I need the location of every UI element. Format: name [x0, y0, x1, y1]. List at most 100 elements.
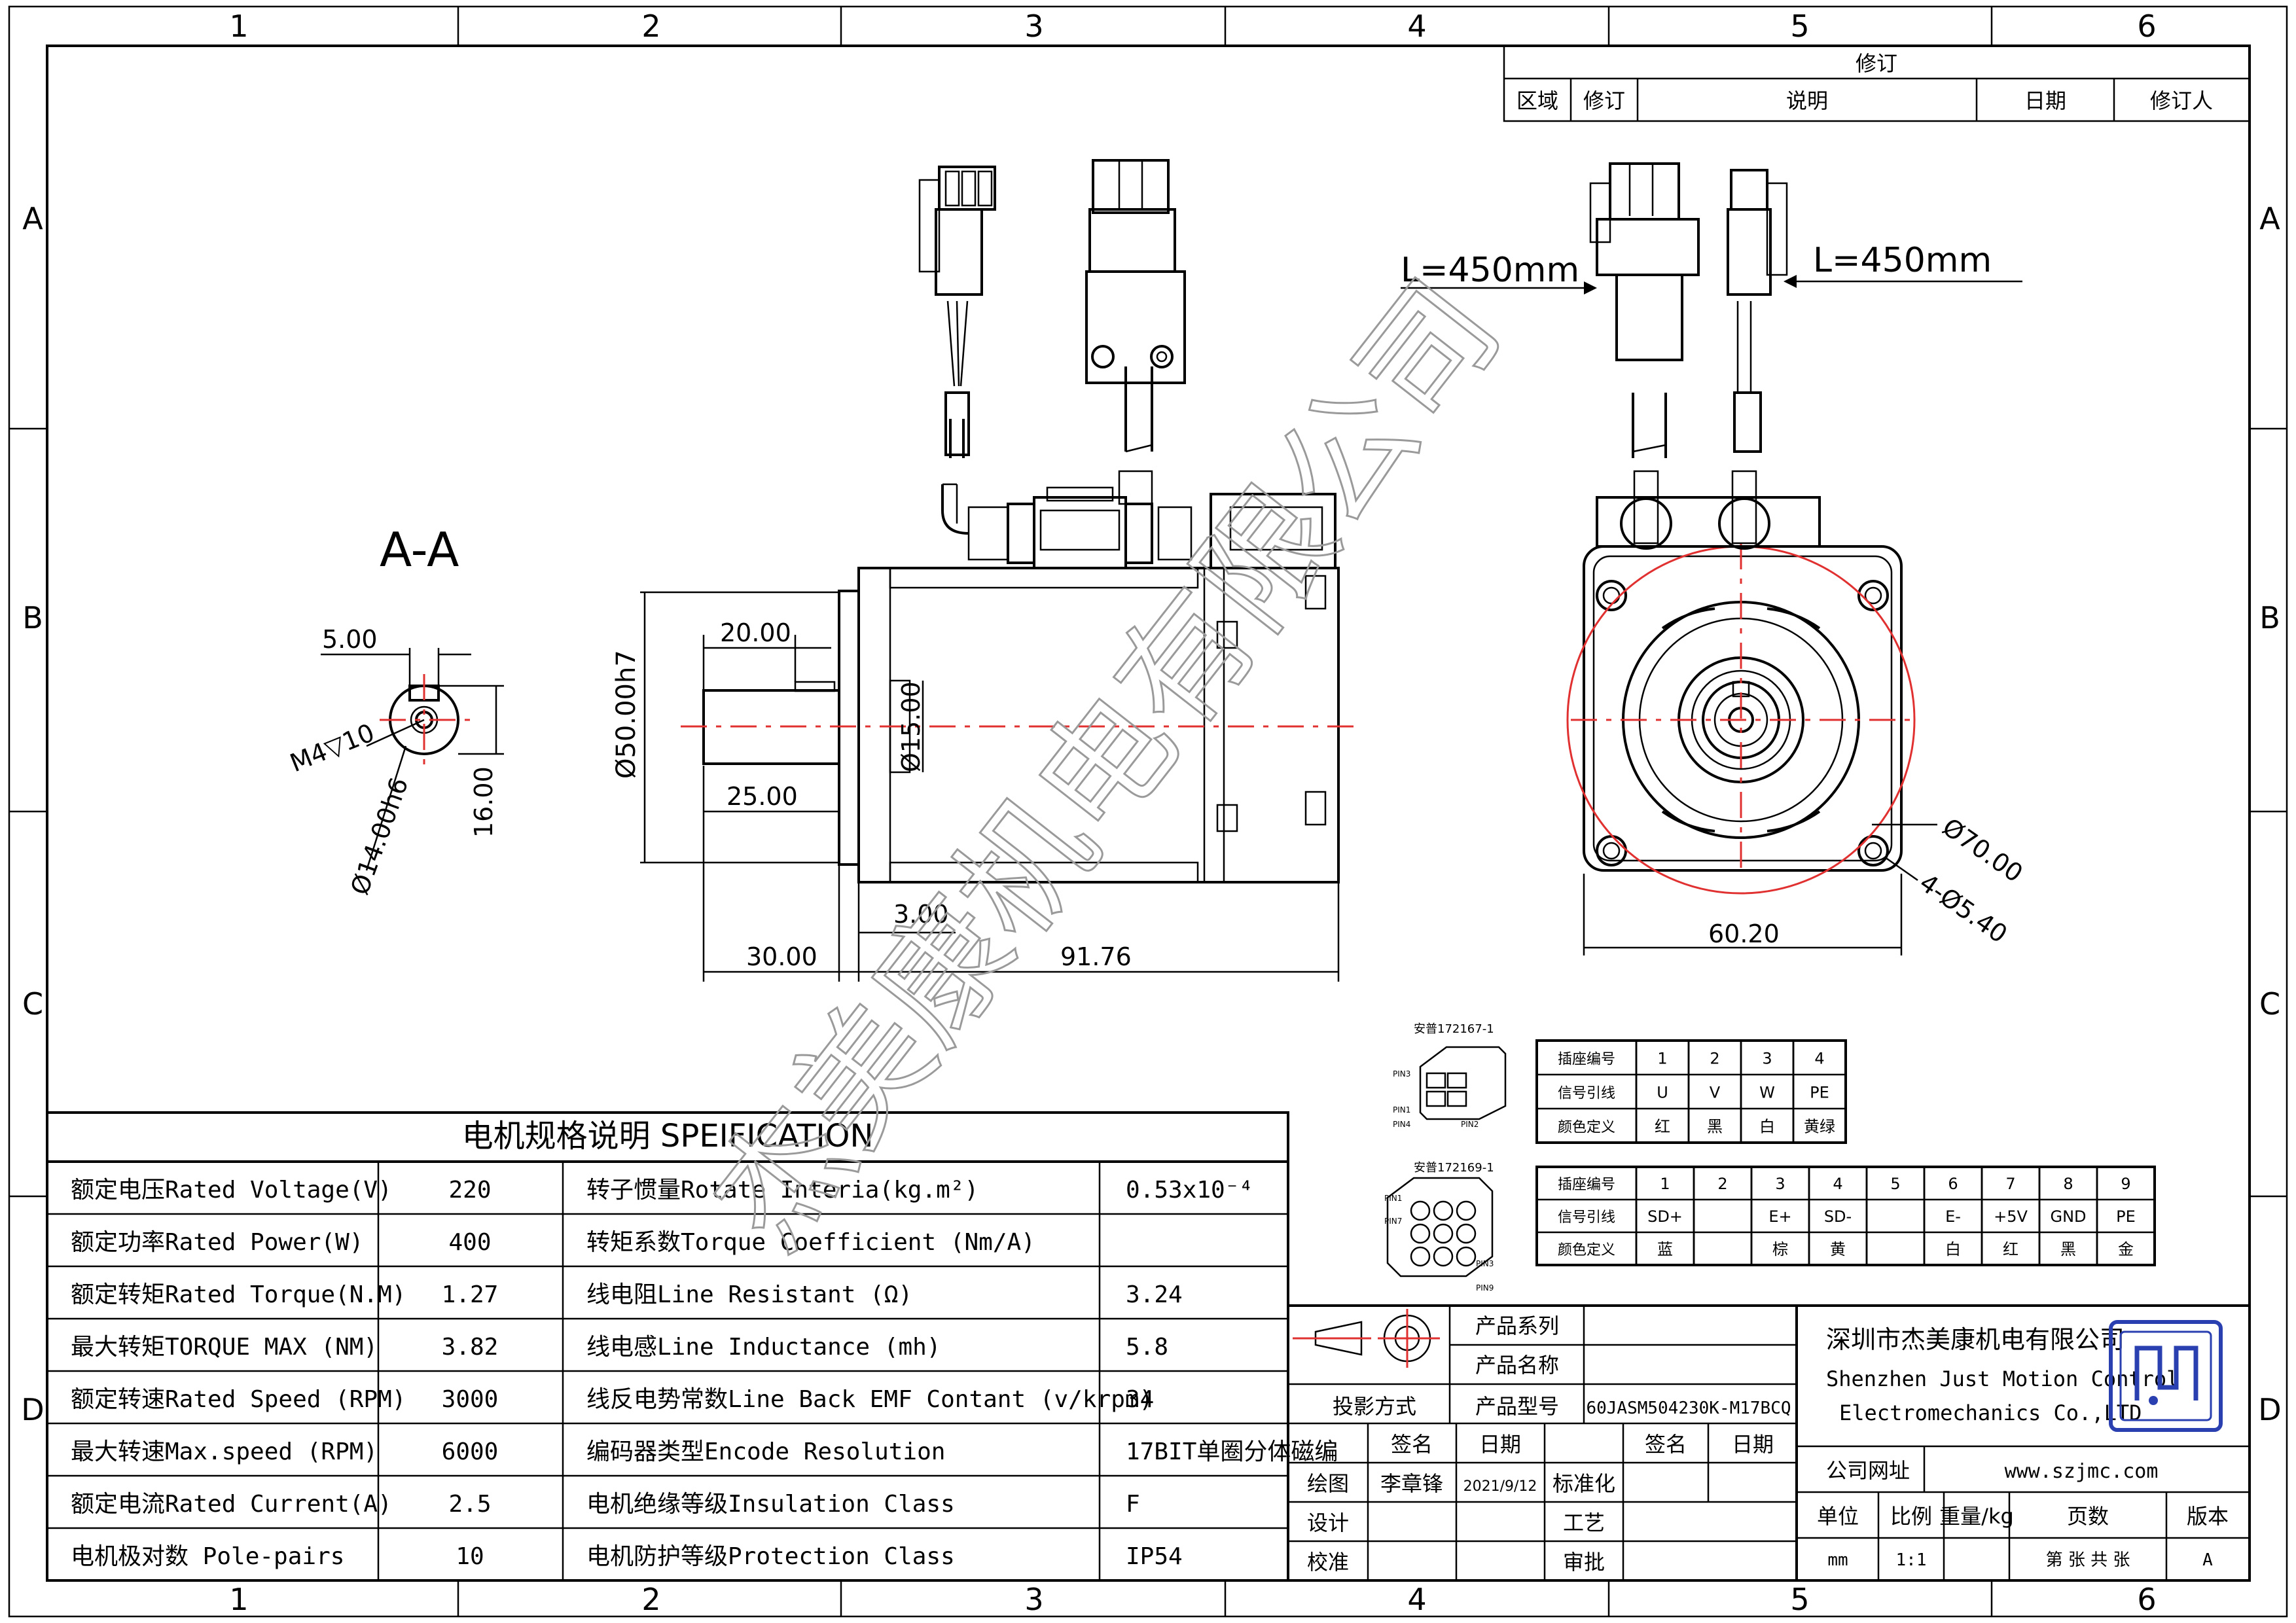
spec-cell-4-0: 额定转速Rated Speed (RPM) — [71, 1386, 406, 1413]
connector1-cell-2-1: 红 — [1655, 1117, 1670, 1135]
connector2: 安普172169-1 PIN1 PIN7 PIN3 PIN9 — [1384, 1161, 1494, 1293]
connector2-cell-1-7: +5V — [1994, 1207, 2028, 1226]
unit-value: mm — [1827, 1550, 1848, 1570]
version-value: A — [2202, 1550, 2213, 1570]
row-label-left-D: D — [21, 1392, 44, 1427]
connector2-label: 安普172169-1 — [1414, 1161, 1494, 1175]
spec-cell-3-1: 3.82 — [442, 1334, 499, 1361]
revision-block: 修订 区域 修订 说明 日期 修订人 — [1503, 45, 2251, 122]
col-label-top-1: 1 — [229, 9, 248, 44]
spec-cell-0-3: 0.53x10⁻⁴ — [1126, 1177, 1253, 1204]
dim-thread: M4▽10 — [286, 718, 378, 777]
connector2-cell-0-4: 4 — [1833, 1175, 1842, 1193]
connector2-cell-2-6: 白 — [1945, 1240, 1961, 1258]
col-label-top-3: 3 — [1024, 9, 1043, 44]
product-model: 60JASM504230K-M17BCQ — [1586, 1399, 1791, 1418]
connector2-cell-2-3: 棕 — [1772, 1240, 1788, 1258]
spec-cell-3-2: 线电感Line Inductance (mh) — [586, 1334, 941, 1361]
title-block: 产品系列 产品名称 投影方式 产品型号 签名 日期 签名 日期 绘图 李章锋 标… — [1287, 1304, 2251, 1582]
connector1-cell-2-3: 白 — [1759, 1117, 1775, 1135]
connector1-cell-0-4: 4 — [1814, 1049, 1824, 1067]
col-label-bottom-6: 6 — [2137, 1582, 2156, 1617]
spec-cell-2-2: 线电阻Line Resistant (Ω) — [586, 1281, 912, 1308]
connector1-pin2: PIN2 — [1461, 1120, 1479, 1129]
col-label-top-5: 5 — [1790, 9, 1809, 44]
spec-cell-7-2: 电机防护等级Protection Class — [586, 1543, 955, 1570]
product-name-label: 产品名称 — [1475, 1353, 1559, 1378]
row-label-right-D: D — [2258, 1392, 2281, 1427]
sign-header-1: 签名 — [1391, 1432, 1433, 1457]
col-label-top-2: 2 — [641, 9, 660, 44]
date-header-2: 日期 — [1732, 1432, 1774, 1457]
connector2-cell-0-3: 3 — [1775, 1175, 1785, 1193]
connector1-cell-2-0: 颜色定义 — [1558, 1119, 1615, 1135]
connector1-cell-0-3: 3 — [1762, 1049, 1772, 1067]
draw-label: 绘图 — [1307, 1471, 1349, 1496]
spec-cell-5-3: 17BIT单圈分体磁编 — [1126, 1438, 1338, 1465]
col-label-top-6: 6 — [2137, 9, 2156, 44]
connector1-cell-0-2: 2 — [1710, 1049, 1719, 1067]
dim-shaft-length: 25.00 — [726, 782, 798, 811]
spec-cell-6-3: F — [1126, 1491, 1140, 1518]
company-name-en1: Shenzhen Just Motion Control — [1826, 1366, 2179, 1391]
spec-cell-6-1: 2.5 — [448, 1491, 491, 1518]
connector2-cell-2-8: 黑 — [2060, 1240, 2076, 1258]
connector1-cell-1-1: U — [1657, 1083, 1668, 1101]
company-name-en2: Electromechanics Co.,LTD — [1839, 1400, 2142, 1425]
connector2-cell-0-6: 6 — [1948, 1175, 1958, 1193]
spec-cell-5-1: 6000 — [442, 1438, 499, 1465]
col-label-top-4: 4 — [1407, 9, 1426, 44]
spec-cell-1-0: 额定功率Rated Power(W) — [71, 1229, 363, 1256]
row-label-right-A: A — [2259, 201, 2280, 236]
connector2-cell-1-1: SD+ — [1647, 1207, 1683, 1226]
connector2-cell-2-4: 黄 — [1830, 1240, 1846, 1258]
spec-cell-4-3: 34 — [1126, 1386, 1154, 1413]
connector2-cell-1-4: SD- — [1824, 1207, 1852, 1226]
connector2-cell-1-8: GND — [2050, 1207, 2086, 1226]
drawer-name: 李章锋 — [1380, 1471, 1443, 1496]
connector1-cell-1-4: PE — [1810, 1083, 1829, 1101]
row-label-left-B: B — [22, 600, 43, 635]
connector2-cell-0-5: 5 — [1890, 1175, 1900, 1193]
col-label-bottom-1: 1 — [229, 1582, 248, 1617]
connector2-pin1: PIN1 — [1384, 1194, 1402, 1203]
connector2-cell-2-7: 红 — [2003, 1240, 2018, 1258]
motor-front-view: L=450mm L=450mm 60.20 Ø70.00 4-Ø5.40 — [1401, 162, 2028, 955]
row-label-right-B: B — [2259, 600, 2280, 635]
spec-cell-1-1: 400 — [448, 1229, 491, 1256]
spec-cell-7-3: IP54 — [1126, 1543, 1183, 1570]
draw-date: 2021/9/12 — [1463, 1478, 1537, 1495]
sign-header-2: 签名 — [1645, 1432, 1687, 1457]
date-header-1: 日期 — [1479, 1432, 1521, 1457]
revision-header-rev: 修订 — [1583, 88, 1625, 113]
spec-cell-6-0: 额定电流Rated Current(A) — [71, 1491, 392, 1518]
connector2-cell-1-3: E+ — [1768, 1207, 1791, 1226]
connector1-cell-2-2: 黑 — [1707, 1117, 1723, 1135]
connector2-cell-0-7: 7 — [2005, 1175, 2015, 1193]
col-label-bottom-5: 5 — [1790, 1582, 1809, 1617]
zone-ticks — [9, 7, 2287, 1616]
scale-value: 1:1 — [1896, 1550, 1927, 1570]
connector2-cell-1-6: E- — [1945, 1207, 1961, 1226]
connector1-cell-1-2: V — [1710, 1083, 1721, 1101]
connector2-cell-0-9: 9 — [2121, 1175, 2130, 1193]
connector1-pin3: PIN3 — [1393, 1069, 1410, 1079]
connector2-cell-1-9: PE — [2116, 1207, 2136, 1226]
connector2-pin9: PIN9 — [1476, 1283, 1494, 1293]
dim-key-length: 20.00 — [720, 618, 791, 647]
spec-cell-2-3: 3.24 — [1126, 1281, 1183, 1308]
row-label-right-C: C — [2259, 986, 2280, 1022]
pages-label: 页数 — [2067, 1504, 2109, 1529]
connector1-pin1: PIN1 — [1393, 1105, 1410, 1115]
connector2-pin3: PIN3 — [1476, 1259, 1494, 1268]
dim-shaft-ext: 30.00 — [746, 942, 817, 971]
weight-label: 重量/kg — [1939, 1504, 2014, 1529]
spec-cell-0-1: 220 — [448, 1177, 491, 1204]
spec-cell-2-1: 1.27 — [442, 1281, 499, 1308]
spec-cell-7-0: 电机极对数 Pole-pairs — [71, 1543, 344, 1570]
standard-label: 标准化 — [1552, 1471, 1615, 1496]
connector2-cell-2-9: 金 — [2118, 1240, 2134, 1258]
dim-flange-square: 60.20 — [1708, 919, 1780, 948]
